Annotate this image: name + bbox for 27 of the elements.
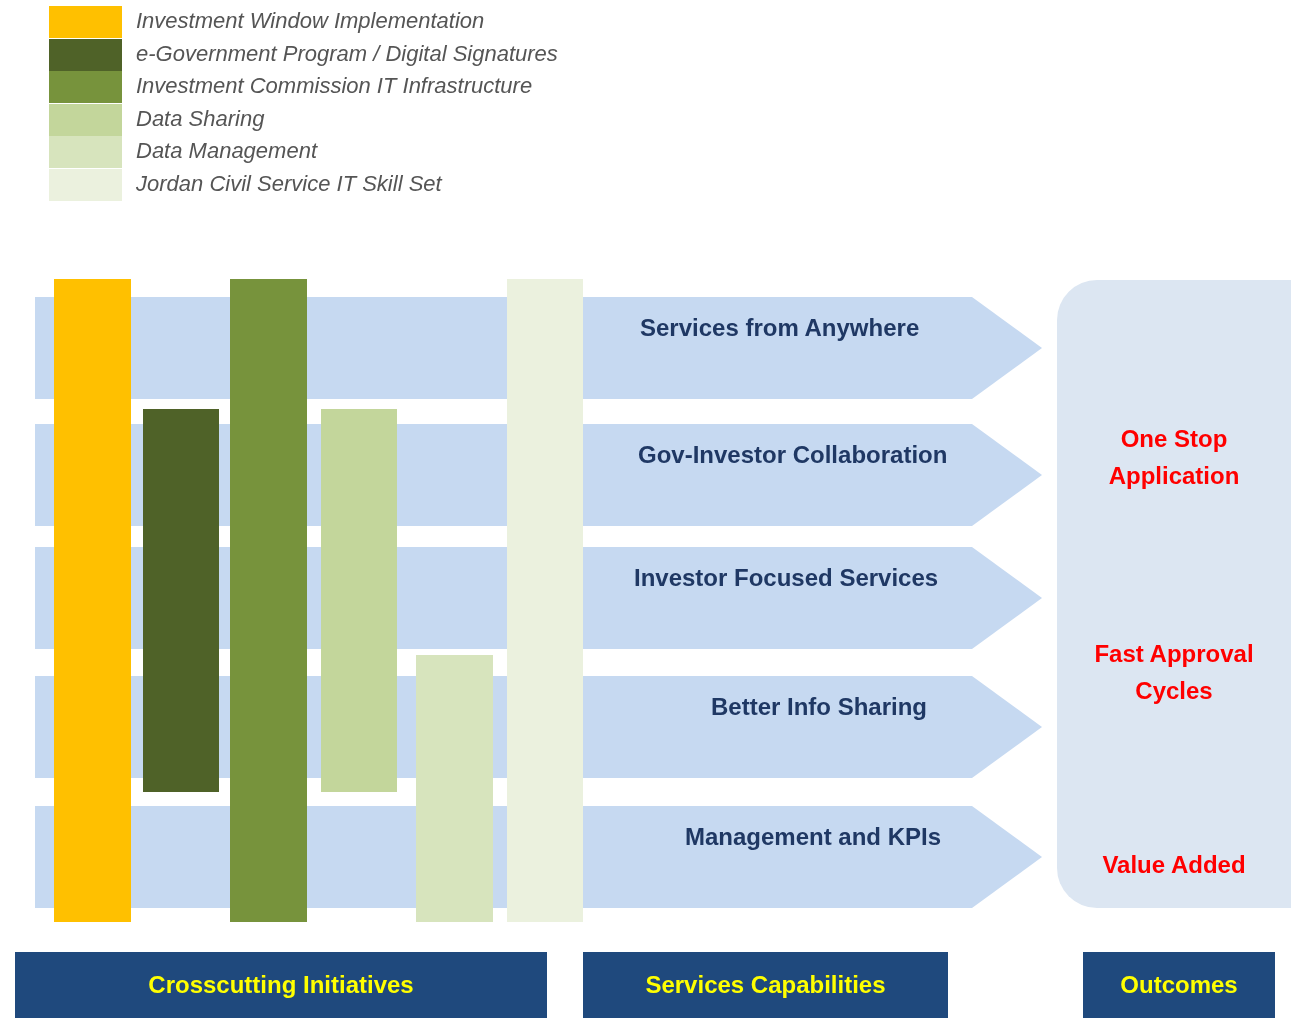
section-header-bar <box>1083 952 1275 1018</box>
legend-label: Data Sharing <box>136 105 265 132</box>
legend-label: Jordan Civil Service IT Skill Set <box>136 171 442 197</box>
section-header-label: Crosscutting Initiatives <box>148 971 414 999</box>
legend-label: Investment Window Implementation <box>136 8 485 34</box>
initiative-bar <box>416 655 493 922</box>
initiative-bar <box>507 279 583 922</box>
section-header-bar <box>583 952 948 1018</box>
outcome-label: Value Added <box>1101 850 1247 880</box>
section-header-bar <box>15 952 547 1018</box>
capability-label: Better Info Sharing <box>711 693 927 721</box>
section-header-label: Services Capabilities <box>645 971 886 999</box>
legend-label: Investment Commission IT Infrastructure <box>136 73 533 100</box>
initiative-bar <box>321 409 397 792</box>
legend-label: Data Management <box>136 138 317 165</box>
initiative-bar <box>230 279 307 922</box>
legend-label: e-Government Program / Digital Signatures <box>136 40 558 67</box>
section-header-label: Outcomes <box>1120 971 1238 999</box>
outcome-label: Fast Approval Cycles <box>1093 639 1255 706</box>
capability-label: Services from Anywhere <box>640 314 920 342</box>
outcome-label: One Stop Application <box>1107 424 1241 491</box>
capability-label: Gov-Investor Collaboration <box>638 441 948 469</box>
outcomes-panel <box>1057 280 1291 908</box>
capability-label: Investor Focused Services <box>634 564 939 592</box>
initiative-bar <box>54 279 131 922</box>
capability-label: Management and KPIs <box>685 823 942 851</box>
initiative-bar <box>143 409 219 792</box>
